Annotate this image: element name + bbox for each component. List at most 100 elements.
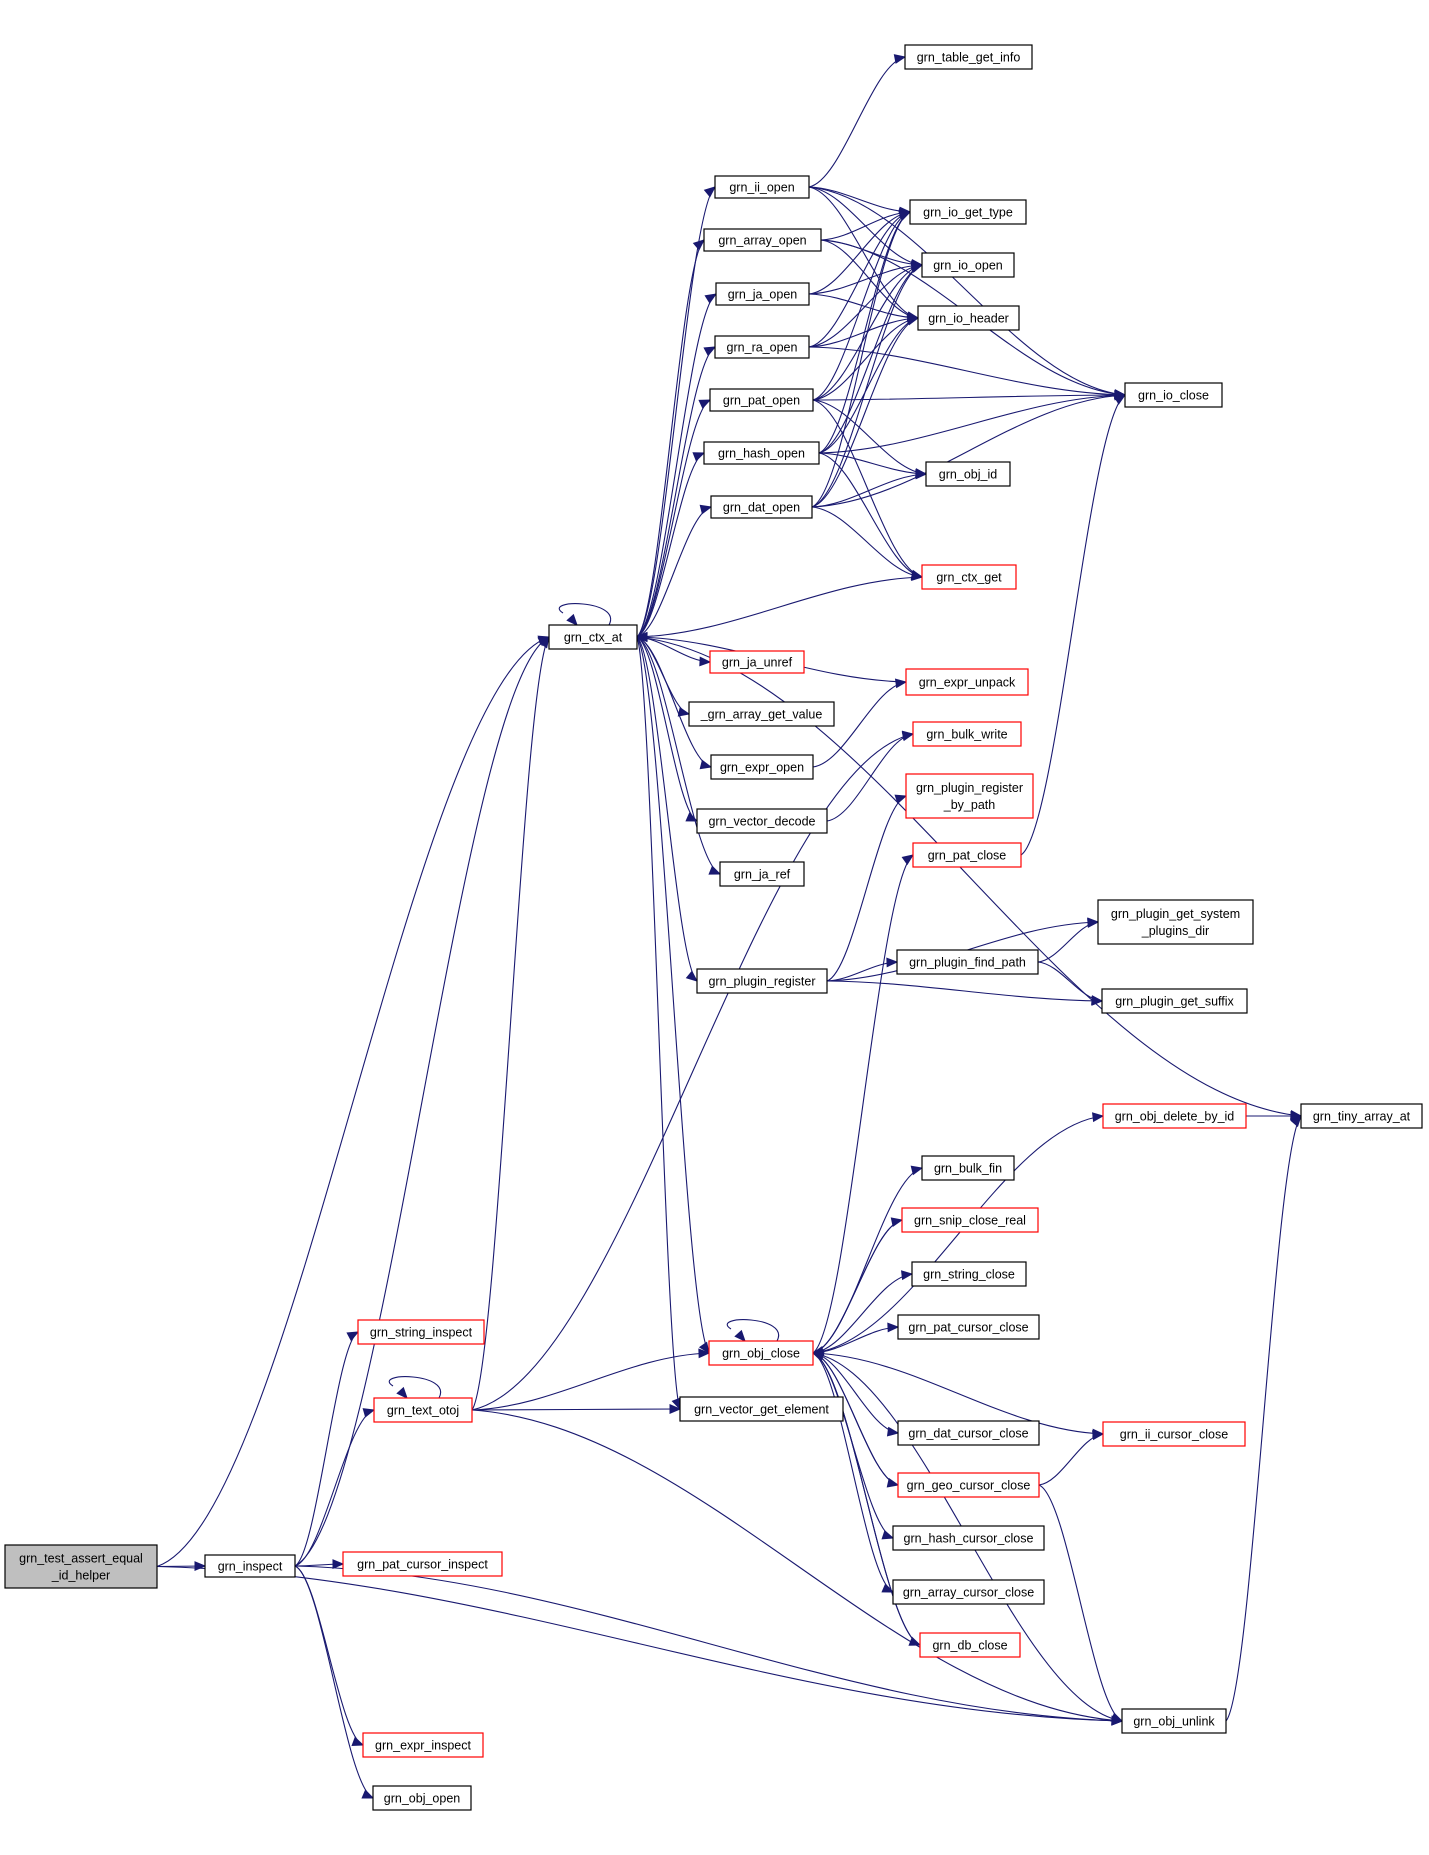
- edge-arrowhead: [566, 613, 578, 626]
- edge-line: [636, 576, 923, 638]
- node-label: grn_dat_open: [723, 501, 800, 515]
- function-node-snip-close-real[interactable]: grn_snip_close_real: [901, 1207, 1039, 1233]
- node-label: grn_tiny_array_at: [1313, 1110, 1411, 1124]
- function-node-io-header[interactable]: grn_io_header: [917, 305, 1020, 331]
- function-node-geo-cursor-close[interactable]: grn_geo_cursor_close: [897, 1472, 1040, 1498]
- edge-arrowhead: [704, 293, 718, 304]
- node-label: grn_text_otoj: [387, 1404, 459, 1418]
- function-node-ja-open[interactable]: grn_ja_open: [715, 282, 810, 306]
- function-node-pat-close[interactable]: grn_pat_close: [912, 842, 1022, 868]
- edge-arrowhead: [698, 399, 712, 409]
- function-node-string-inspect[interactable]: grn_string_inspect: [357, 1319, 485, 1345]
- node-label: grn_obj_open: [384, 1792, 461, 1806]
- call-edge-ctx-at-to-ii-open: [636, 186, 716, 638]
- function-node-ii-open[interactable]: grn_ii_open: [714, 175, 810, 199]
- function-node-db-close[interactable]: grn_db_close: [919, 1632, 1021, 1658]
- call-edge-ctx-at-to-vector-get-element: [636, 636, 681, 1411]
- function-node-expr-open[interactable]: grn_expr_open: [710, 754, 814, 780]
- node-label: grn_obj_unlink: [1133, 1715, 1215, 1729]
- edge-line: [636, 293, 717, 638]
- call-edge-plugin-register-to-plugin-get-suffix: [826, 980, 1104, 1006]
- node-box: [719, 861, 805, 887]
- function-node-obj-unlink[interactable]: grn_obj_unlink: [1121, 1708, 1227, 1734]
- call-edge-inspect-to-text-otoj: [294, 1408, 376, 1567]
- node-box: [1300, 1103, 1423, 1129]
- function-node-root[interactable]: grn_test_assert_equal_id_helper: [4, 1544, 158, 1589]
- function-node-plugin-get-system-plugins-dir[interactable]: grn_plugin_get_system_plugins_dir: [1097, 899, 1254, 945]
- function-node-array-get-value[interactable]: _grn_array_get_value: [688, 701, 835, 727]
- call-edge-ctx-at-to-pat-open: [636, 399, 712, 638]
- function-node-obj-delete-by-id[interactable]: grn_obj_delete_by_id: [1102, 1103, 1247, 1129]
- function-node-vector-get-element[interactable]: grn_vector_get_element: [679, 1396, 844, 1422]
- function-node-string-close[interactable]: grn_string_close: [911, 1261, 1027, 1287]
- call-edge-hash-open-to-obj-id: [818, 452, 928, 479]
- edge-line: [636, 452, 705, 638]
- function-node-plugin-get-suffix[interactable]: grn_plugin_get_suffix: [1101, 988, 1248, 1014]
- node-box: [919, 1632, 1021, 1658]
- function-node-pat-open[interactable]: grn_pat_open: [709, 388, 814, 412]
- edge-arrowhead: [699, 656, 712, 667]
- node-label: grn_hash_cursor_close: [904, 1532, 1034, 1546]
- edge-line: [636, 186, 716, 638]
- edge-line: [808, 186, 1126, 396]
- edge-line: [826, 795, 907, 982]
- function-node-io-get-type[interactable]: grn_io_get_type: [909, 199, 1027, 225]
- edge-arrowhead: [887, 1322, 900, 1333]
- edge-arrowhead: [1091, 1112, 1105, 1123]
- function-node-array-open[interactable]: grn_array_open: [703, 228, 822, 252]
- node-box: [373, 1397, 473, 1423]
- node-label: grn_string_close: [923, 1268, 1015, 1282]
- function-node-plugin-register-by-path[interactable]: grn_plugin_register_by_path: [905, 773, 1034, 819]
- edge-line: [808, 264, 923, 348]
- function-node-pat-cursor-close[interactable]: grn_pat_cursor_close: [897, 1314, 1040, 1340]
- call-edges: [156, 54, 1303, 1799]
- function-node-obj-id[interactable]: grn_obj_id: [925, 461, 1011, 487]
- edge-arrowhead: [893, 54, 907, 64]
- function-node-inspect[interactable]: grn_inspect: [204, 1554, 296, 1578]
- function-node-obj-open[interactable]: grn_obj_open: [372, 1785, 472, 1811]
- call-edge-ctx-at-to-ra-open: [636, 346, 717, 638]
- function-node-table-get-info[interactable]: grn_table_get_info: [904, 44, 1033, 70]
- node-label: grn_obj_close: [722, 1347, 800, 1361]
- edge-line: [156, 636, 550, 1568]
- edge-arrowhead: [538, 635, 550, 649]
- function-node-expr-unpack[interactable]: grn_expr_unpack: [905, 668, 1029, 696]
- edge-line: [636, 636, 698, 982]
- function-node-io-close[interactable]: grn_io_close: [1124, 382, 1223, 408]
- function-node-ctx-get[interactable]: grn_ctx_get: [921, 564, 1017, 590]
- edge-arrowhead: [734, 1329, 746, 1342]
- function-node-pat-cursor-inspect[interactable]: grn_pat_cursor_inspect: [342, 1551, 503, 1577]
- edge-line: [812, 1219, 903, 1354]
- function-node-hash-open[interactable]: grn_hash_open: [703, 441, 820, 465]
- node-box: [897, 1472, 1040, 1498]
- function-node-plugin-find-path[interactable]: grn_plugin_find_path: [896, 949, 1039, 975]
- function-node-tiny-array-at[interactable]: grn_tiny_array_at: [1300, 1103, 1423, 1129]
- edge-line: [294, 1409, 375, 1567]
- function-node-ja-unref[interactable]: grn_ja_unref: [709, 650, 805, 674]
- node-label: grn_array_open: [718, 234, 806, 248]
- call-edge-pat-open-to-obj-id: [812, 399, 928, 478]
- function-node-expr-inspect[interactable]: grn_expr_inspect: [362, 1732, 484, 1758]
- function-node-bulk-fin[interactable]: grn_bulk_fin: [921, 1155, 1015, 1181]
- function-node-io-open[interactable]: grn_io_open: [921, 252, 1015, 278]
- function-node-hash-cursor-close[interactable]: grn_hash_cursor_close: [892, 1525, 1045, 1551]
- node-label: grn_bulk_fin: [934, 1162, 1002, 1176]
- function-node-vector-decode[interactable]: grn_vector_decode: [696, 808, 828, 834]
- function-node-ra-open[interactable]: grn_ra_open: [714, 335, 810, 359]
- function-node-ja-ref[interactable]: grn_ja_ref: [719, 861, 805, 887]
- function-node-text-otoj[interactable]: grn_text_otoj: [373, 1397, 473, 1423]
- edge-line: [156, 1565, 1123, 1722]
- function-node-dat-cursor-close[interactable]: grn_dat_cursor_close: [897, 1420, 1040, 1446]
- node-label: grn_io_header: [928, 312, 1009, 326]
- function-node-dat-open[interactable]: grn_dat_open: [710, 495, 813, 519]
- node-box: [921, 564, 1017, 590]
- function-node-plugin-register[interactable]: grn_plugin_register: [696, 968, 828, 994]
- function-node-array-cursor-close[interactable]: grn_array_cursor_close: [892, 1579, 1045, 1605]
- function-node-obj-close[interactable]: grn_obj_close: [708, 1340, 814, 1366]
- edge-line: [808, 211, 911, 295]
- edge-line: [471, 1408, 681, 1411]
- function-node-ii-cursor-close[interactable]: grn_ii_cursor_close: [1102, 1421, 1246, 1447]
- function-node-ctx-at[interactable]: grn_ctx_at: [548, 624, 638, 650]
- edge-line: [294, 1331, 359, 1567]
- function-node-bulk-write[interactable]: grn_bulk_write: [912, 721, 1022, 747]
